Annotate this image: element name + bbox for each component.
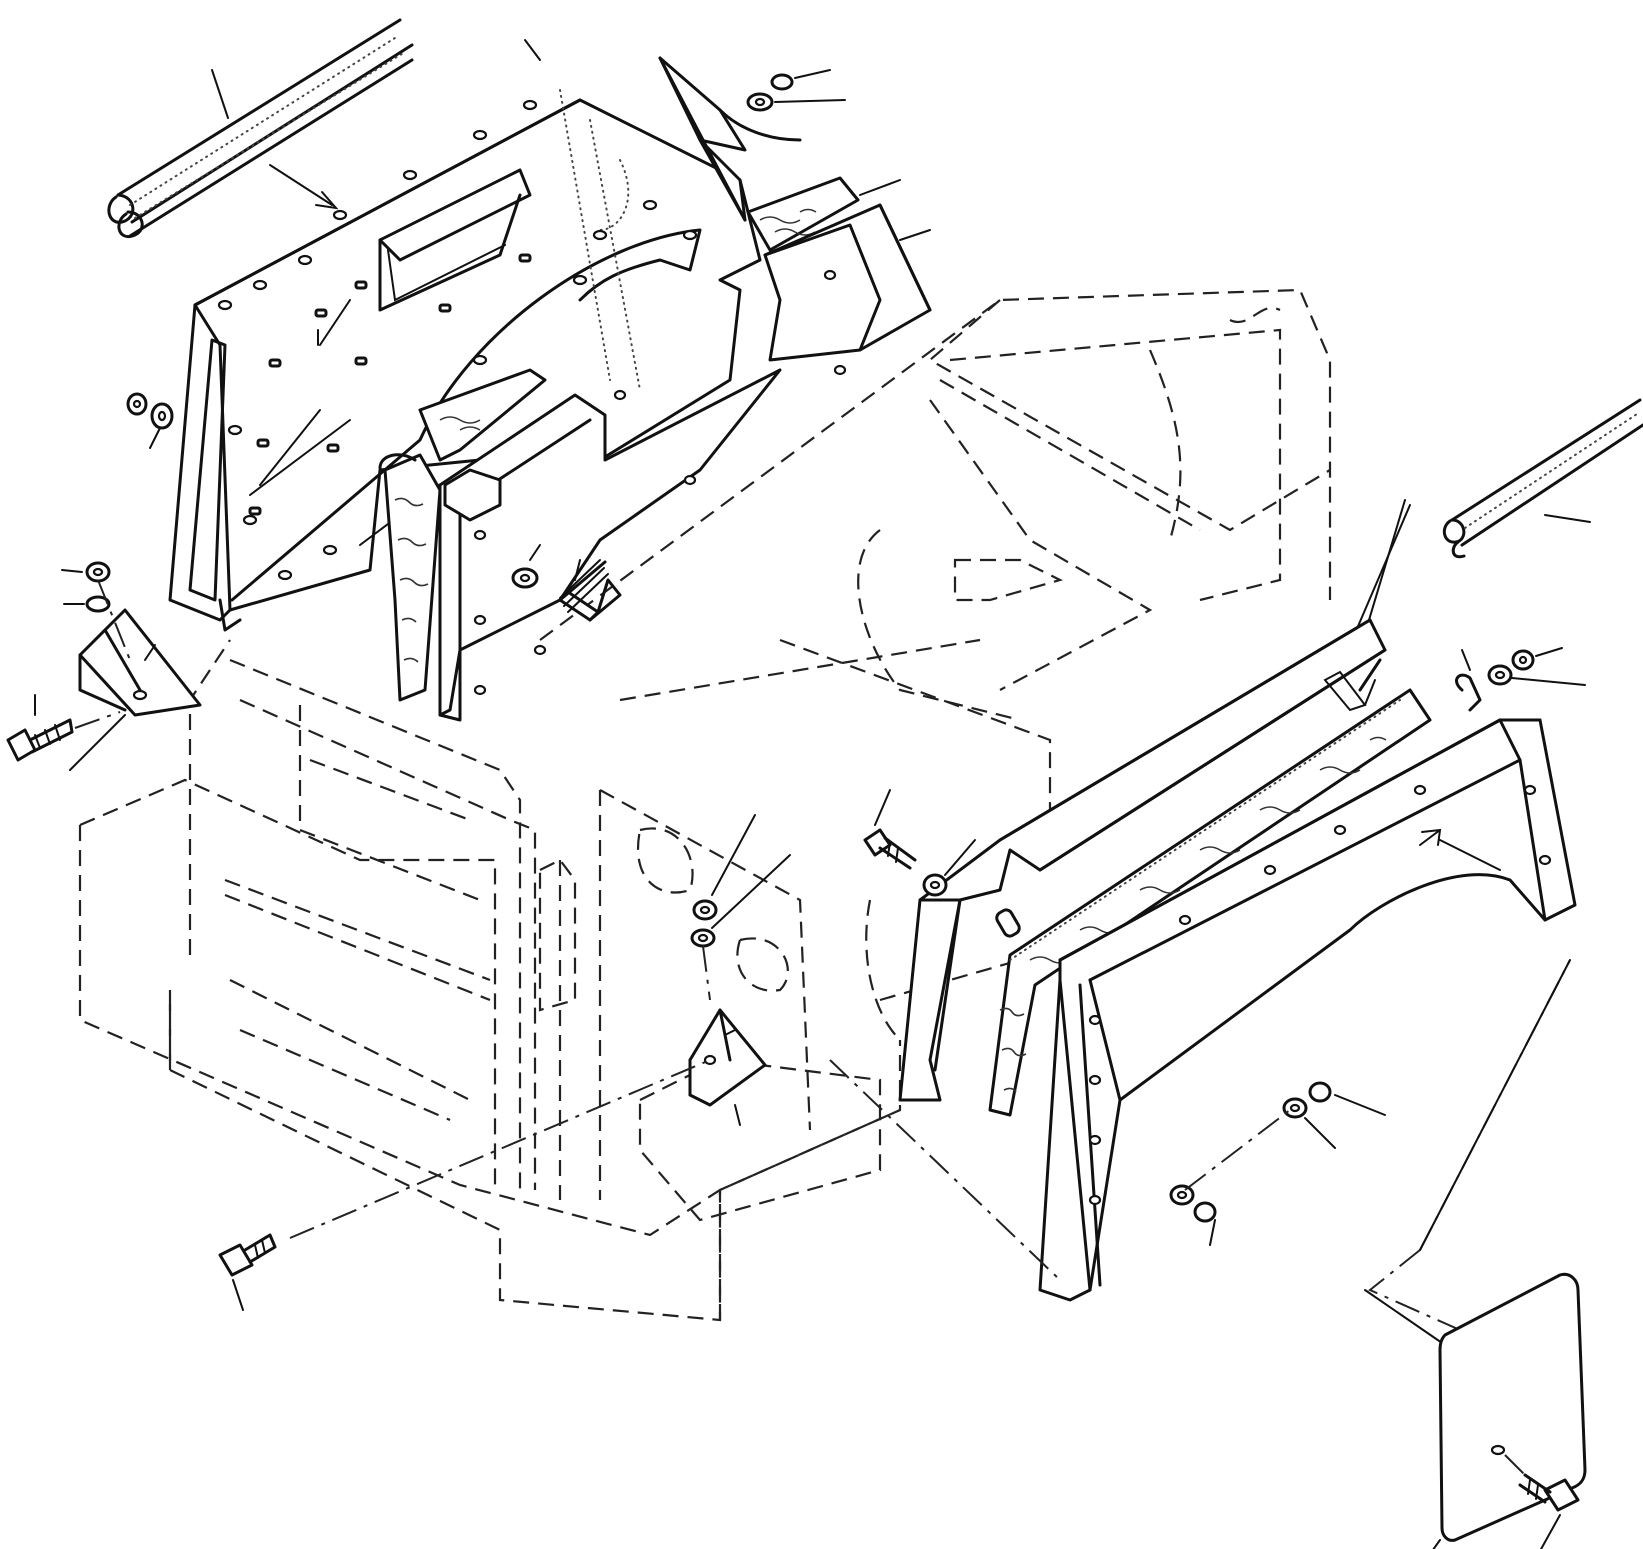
bolt-left — [6, 694, 121, 762]
bracket-upper — [763, 203, 932, 376]
nut-left — [126, 392, 148, 416]
assembly-lines — [829, 959, 1571, 1346]
nut-right — [1193, 647, 1563, 1246]
frame-front — [898, 618, 1387, 1102]
bolt-center — [558, 559, 622, 622]
washer-right — [1169, 664, 1586, 1206]
frame-rear — [1038, 718, 1577, 1302]
access-cover — [1432, 1272, 1587, 1549]
foam-pad-upper — [746, 176, 901, 252]
seal-strip-top-left — [107, 18, 414, 239]
foam-pad-left — [378, 368, 547, 702]
rear-panel-studs — [248, 253, 532, 516]
seal-strip-right — [1334, 398, 1643, 681]
bracket-small-right — [1455, 649, 1482, 712]
mount-bracket-center — [688, 814, 791, 1126]
cover-plate-top — [658, 56, 846, 222]
side-panel-left — [438, 368, 782, 722]
bolt-bottom — [218, 1059, 711, 1311]
frame-rear-holes — [1088, 784, 1552, 1206]
mount-bracket-left — [61, 561, 202, 771]
bolt-cover — [1504, 1454, 1580, 1549]
leader-seal-arrow — [269, 39, 541, 210]
washer-center — [511, 544, 541, 589]
washer-left — [149, 402, 174, 449]
bolt-frame-left — [863, 789, 1021, 938]
rear-panel-holes — [217, 99, 698, 581]
